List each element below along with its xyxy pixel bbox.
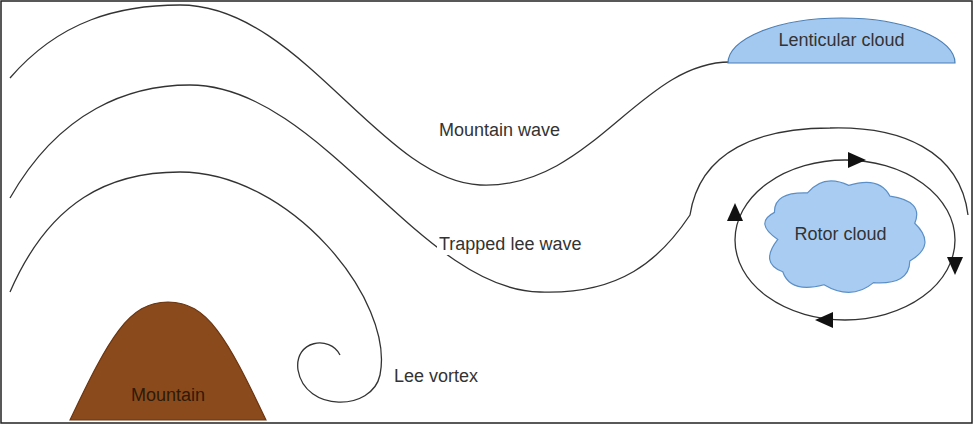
arrowhead (727, 203, 743, 221)
wave-label: Trapped lee wave (437, 234, 583, 255)
lens-path (728, 18, 955, 63)
lenticular-cloud: Lenticular cloud (728, 18, 955, 63)
vortex-label: Lee vortex (392, 366, 480, 387)
arrowhead (848, 152, 866, 168)
rotor-circulation (735, 160, 955, 320)
node-text: Mountain (131, 385, 205, 406)
node-text: Lenticular cloud (778, 30, 904, 51)
wave-label: Mountain wave (437, 120, 562, 141)
hill-path (70, 302, 266, 420)
trapped-lee-wave-line (10, 85, 968, 292)
arrowhead (815, 312, 833, 328)
node-text: Rotor cloud (794, 224, 886, 245)
cloud-path (765, 181, 925, 293)
mountain-shape: Mountain (70, 302, 266, 420)
rotor-cloud: Rotor cloud (758, 180, 923, 288)
mountain-wave-line (10, 5, 730, 185)
arrowhead (947, 257, 963, 275)
